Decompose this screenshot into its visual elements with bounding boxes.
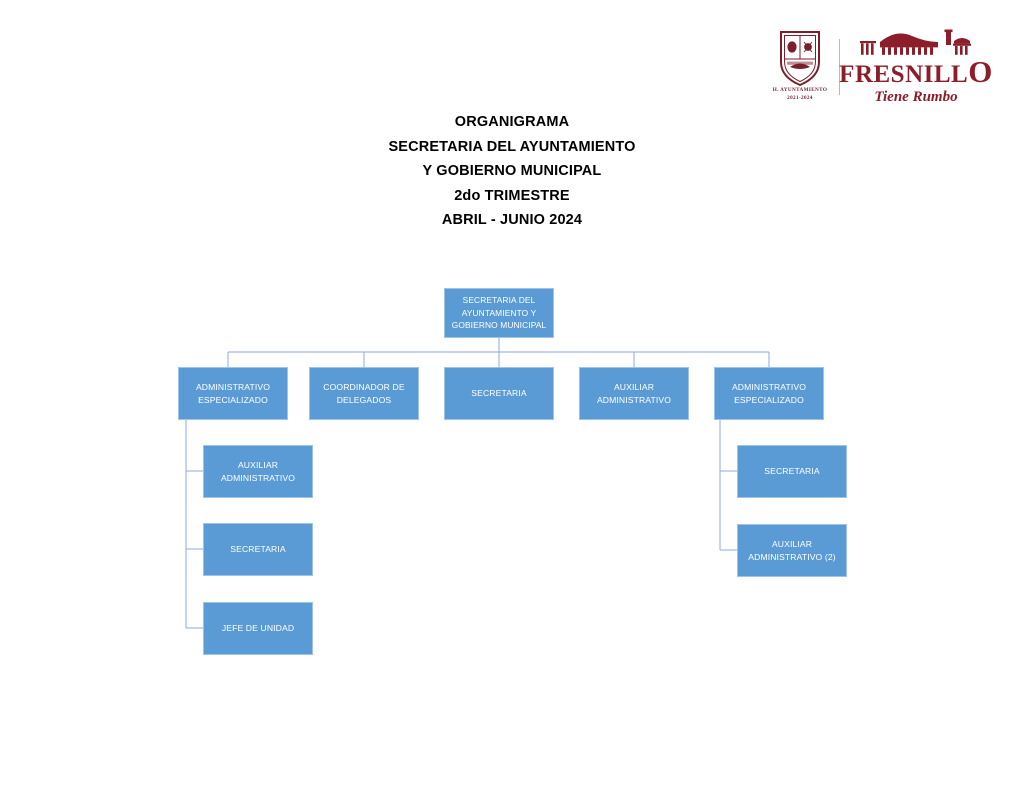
org-node-administrativo-especializado-2[interactable]: ADMINISTRATIVO ESPECIALIZADO [714, 367, 824, 420]
org-node-administrativo-especializado-1[interactable]: ADMINISTRATIVO ESPECIALIZADO [178, 367, 288, 420]
org-node-auxiliar-administrativo-2[interactable]: AUXILIAR ADMINISTRATIVO [203, 445, 313, 498]
org-node-label: AUXILIAR ADMINISTRATIVO [220, 460, 296, 483]
fresnillo-wordmark: FRESNILLO Tiene Rumbo [839, 28, 992, 106]
org-node-label: JEFE DE UNIDAD [221, 623, 295, 634]
org-node-coordinador-de-delegados[interactable]: COORDINADOR DE DELEGADOS [309, 367, 419, 420]
title-line-2: SECRETARIA DEL AYUNTAMIENTO [388, 138, 636, 155]
tagline-text: Tiene Rumbo [874, 89, 957, 105]
title-line-1: ORGANIGRAMA [454, 114, 570, 130]
org-node-label: SECRETARIA [764, 466, 820, 477]
org-node-auxiliar-administrativo-3[interactable]: AUXILIAR ADMINISTRATIVO (2) [737, 524, 847, 577]
crest-caption-line2: 2021-2024 [787, 94, 813, 101]
org-node-label: COORDINADOR DE DELEGADOS [323, 382, 405, 405]
crest-caption-line1: H. AYUNTAMIENTO [772, 87, 828, 93]
org-node-label: ADMINISTRATIVO ESPECIALIZADO [731, 382, 807, 405]
org-node-label: SECRETARIA DEL AYUNTAMIENTO Y GOBIERNO M… [451, 295, 547, 331]
org-node-secretaria-3[interactable]: SECRETARIA [737, 445, 847, 498]
title-line-4: 2do TRIMESTRE [454, 187, 570, 204]
tagline-script: Tiene Rumbo [874, 89, 957, 105]
wordmark-main: FRESNILL [839, 61, 969, 88]
org-node-root[interactable]: SECRETARIA DEL AYUNTAMIENTO Y GOBIERNO M… [444, 288, 554, 338]
logo-divider [839, 39, 840, 95]
municipal-crest: H. AYUNTAMIENTO 2021-2024 [766, 29, 834, 105]
org-node-auxiliar-administrativo-1[interactable]: AUXILIAR ADMINISTRATIVO [579, 367, 689, 420]
wordmark-last-letter: O [968, 54, 993, 89]
coat-of-arms-icon [780, 31, 820, 87]
page-title: ORGANIGRAMA SECRETARIA DEL AYUNTAMIENTO … [0, 110, 1024, 233]
org-node-label: SECRETARIA [230, 544, 286, 555]
org-node-secretaria-2[interactable]: SECRETARIA [203, 523, 313, 576]
logo-lockup: H. AYUNTAMIENTO 2021-2024 [766, 28, 992, 106]
org-node-label: AUXILIAR ADMINISTRATIVO [596, 382, 672, 405]
skyline-icon [860, 29, 971, 55]
org-node-jefe-de-unidad[interactable]: JEFE DE UNIDAD [203, 602, 313, 655]
title-line-5: ABRIL - JUNIO 2024 [441, 212, 583, 228]
title-line-3: Y GOBIERNO MUNICIPAL [422, 163, 602, 179]
org-node-label: SECRETARIA [471, 388, 527, 399]
org-node-label: ADMINISTRATIVO ESPECIALIZADO [195, 382, 271, 405]
wordmark-text: FRESNILLO [839, 56, 993, 87]
org-node-label: AUXILIAR ADMINISTRATIVO (2) [748, 539, 836, 562]
org-node-secretaria-1[interactable]: SECRETARIA [444, 367, 554, 420]
